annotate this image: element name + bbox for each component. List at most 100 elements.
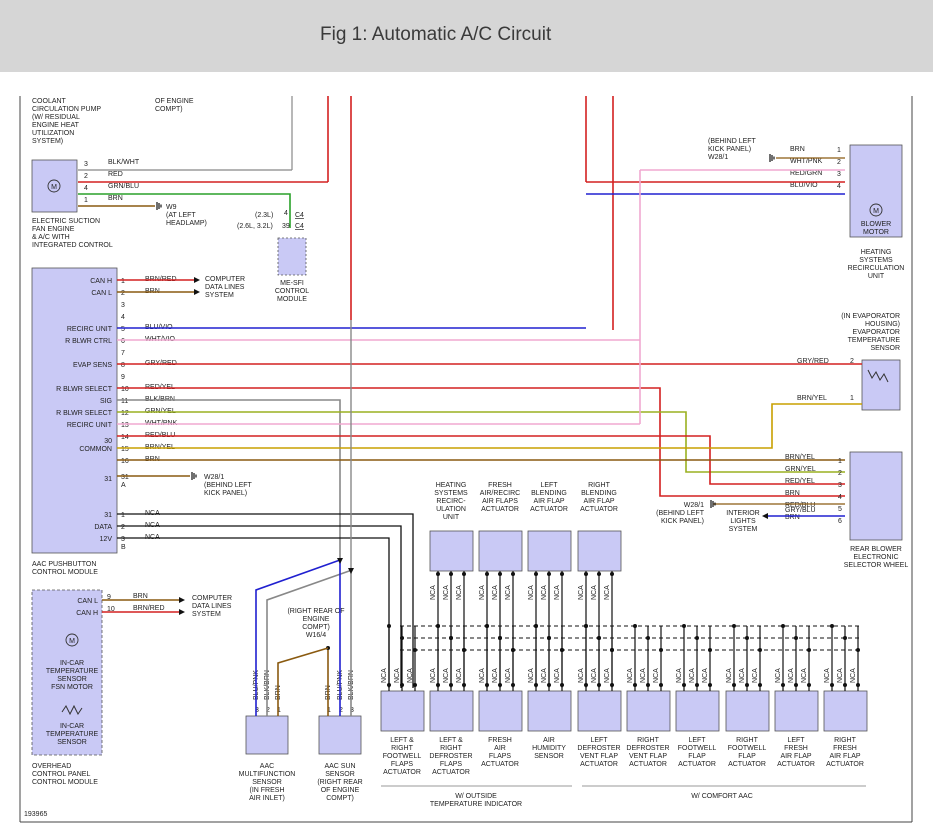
nca-label: NCA [492,585,499,600]
bottom-actuator-label: FLAPS [440,761,463,768]
bottom-actuator-5 [626,690,671,732]
junction-dot [584,624,588,628]
arrow-icon [179,597,185,603]
rear-pin: 3 [838,482,842,489]
overhead-name: CONTROL MODULE [32,779,98,786]
fan-wire-label: BLK/WHT [108,159,140,166]
junction-dot [646,683,650,687]
incar-sensor-fsn-label: SENSOR [57,676,87,683]
junction-dot [534,683,538,687]
wire-nca [117,513,414,688]
junction-dot [449,636,453,640]
aac-ground-label: W28/1 [204,474,224,481]
bottom-actuator-label: VENT FLAP [629,753,667,760]
junction-dot [485,683,489,687]
top-actuator-label: ULATION [436,506,466,513]
junction-dot [534,572,538,576]
aac-ground-label: KICK PANEL) [204,490,247,497]
junction-dot [534,624,538,628]
fan-module [31,159,78,213]
incar-sensor-fsn-label: TEMPERATURE [46,668,99,675]
bottom-actuator-label: FOOTWELL [728,745,767,752]
mesfi-conn: C4 [295,212,304,219]
bottom-actuator-0 [380,690,425,732]
rear-wire-label: RED/YEL [785,478,815,485]
aac-pin: 12 [121,410,129,417]
junction-dot [856,648,860,652]
aac-signal: R BLWR SELECT [56,410,113,417]
rear-pin: 1 [838,458,842,465]
wire-grn-blu [78,193,291,228]
bottom-actuator-label: DEFROSTER [626,745,669,752]
top-actuator-label: BLENDING [581,490,617,497]
aac-pin: 1 [121,512,125,519]
blower-ground-label: W28/1 [708,154,728,161]
junction-dot [547,683,551,687]
rear-ground-label: W28/1 [684,502,704,509]
bottom-actuator-label: RIGHT [637,737,660,744]
bottom-actuator-label: AIR FLAP [780,753,811,760]
mesfi-variant: (2.6L, 3.2L) [237,223,273,230]
junction-dot [610,683,614,687]
aac-pin: 13 [121,422,129,429]
overhead-pin: 10 [107,606,115,613]
wire-red-yel [117,387,845,497]
blower-ground-label: KICK PANEL) [708,146,751,153]
top-actuator-label: BLENDING [531,490,567,497]
evap-sensor-label: TEMPERATURE [848,337,901,344]
aac-signal: RECIRC UNIT [67,422,113,429]
nca-label: NCA [676,668,683,683]
nca-label: NCA [394,668,401,683]
sun-sensor-name: COMPT) [326,795,354,802]
aac-pin: 1 [121,278,125,285]
nca-label: NCA [640,668,647,683]
bottom-actuator-label: ACTUATOR [777,761,815,768]
overhead-wire-label: BRN/RED [133,605,165,612]
cdl-label: COMPUTER [205,276,245,283]
top-actuator-2 [527,530,572,572]
mf-pin: 2 [266,707,270,714]
aac-pin: 16 [121,458,129,465]
blower-ground-label: (BEHIND LEFT [708,138,757,145]
aac-pin-extra: B [121,544,126,551]
incar-sensor-label: SENSOR [57,739,87,746]
bottom-actuator-label: ACTUATOR [629,761,667,768]
fan-motor-icon [65,633,79,647]
arrow-icon [194,277,200,283]
junction-dot [560,572,564,576]
aac-pin: 2 [121,290,125,297]
nca-label: NCA [604,585,611,600]
evap-pin: 2 [850,358,854,365]
sun-sensor [318,715,362,755]
nca-label: NCA [726,668,733,683]
bottom-actuator-8 [774,690,819,732]
bottom-actuator-label: LEFT [590,737,608,744]
rear-wire-label: GRY/BLU [785,507,816,514]
aac-pin: 15 [121,446,129,453]
arrow-icon [762,513,768,519]
junction-dot [695,683,699,687]
nca-label: NCA [627,668,634,683]
junction-dot [633,683,637,687]
evap-sensor [861,359,901,411]
rear-blower-name: REAR BLOWER [850,546,902,553]
evap-sensor-label: (IN EVAPORATOR [841,313,900,320]
rear-wire-label: GRN/YEL [785,466,816,473]
mf-pin: 3 [255,707,259,714]
junction-dot [610,648,614,652]
nca-label: NCA [788,668,795,683]
engine-compt-label: OF ENGINE [155,98,194,105]
evap-sensor-label: EVAPORATOR [853,329,900,336]
junction-dot [807,648,811,652]
junction-dot [498,572,502,576]
top-actuator-label: UNIT [443,514,460,521]
junction-dot [462,683,466,687]
nca-label: NCA [578,668,585,683]
mf-pin: 1 [277,707,281,714]
nca-label: NCA [775,668,782,683]
bottom-actuator-7 [725,690,770,732]
junction-dot [794,636,798,640]
junction-dot [449,572,453,576]
mesfi-pin: 39 [282,223,290,230]
